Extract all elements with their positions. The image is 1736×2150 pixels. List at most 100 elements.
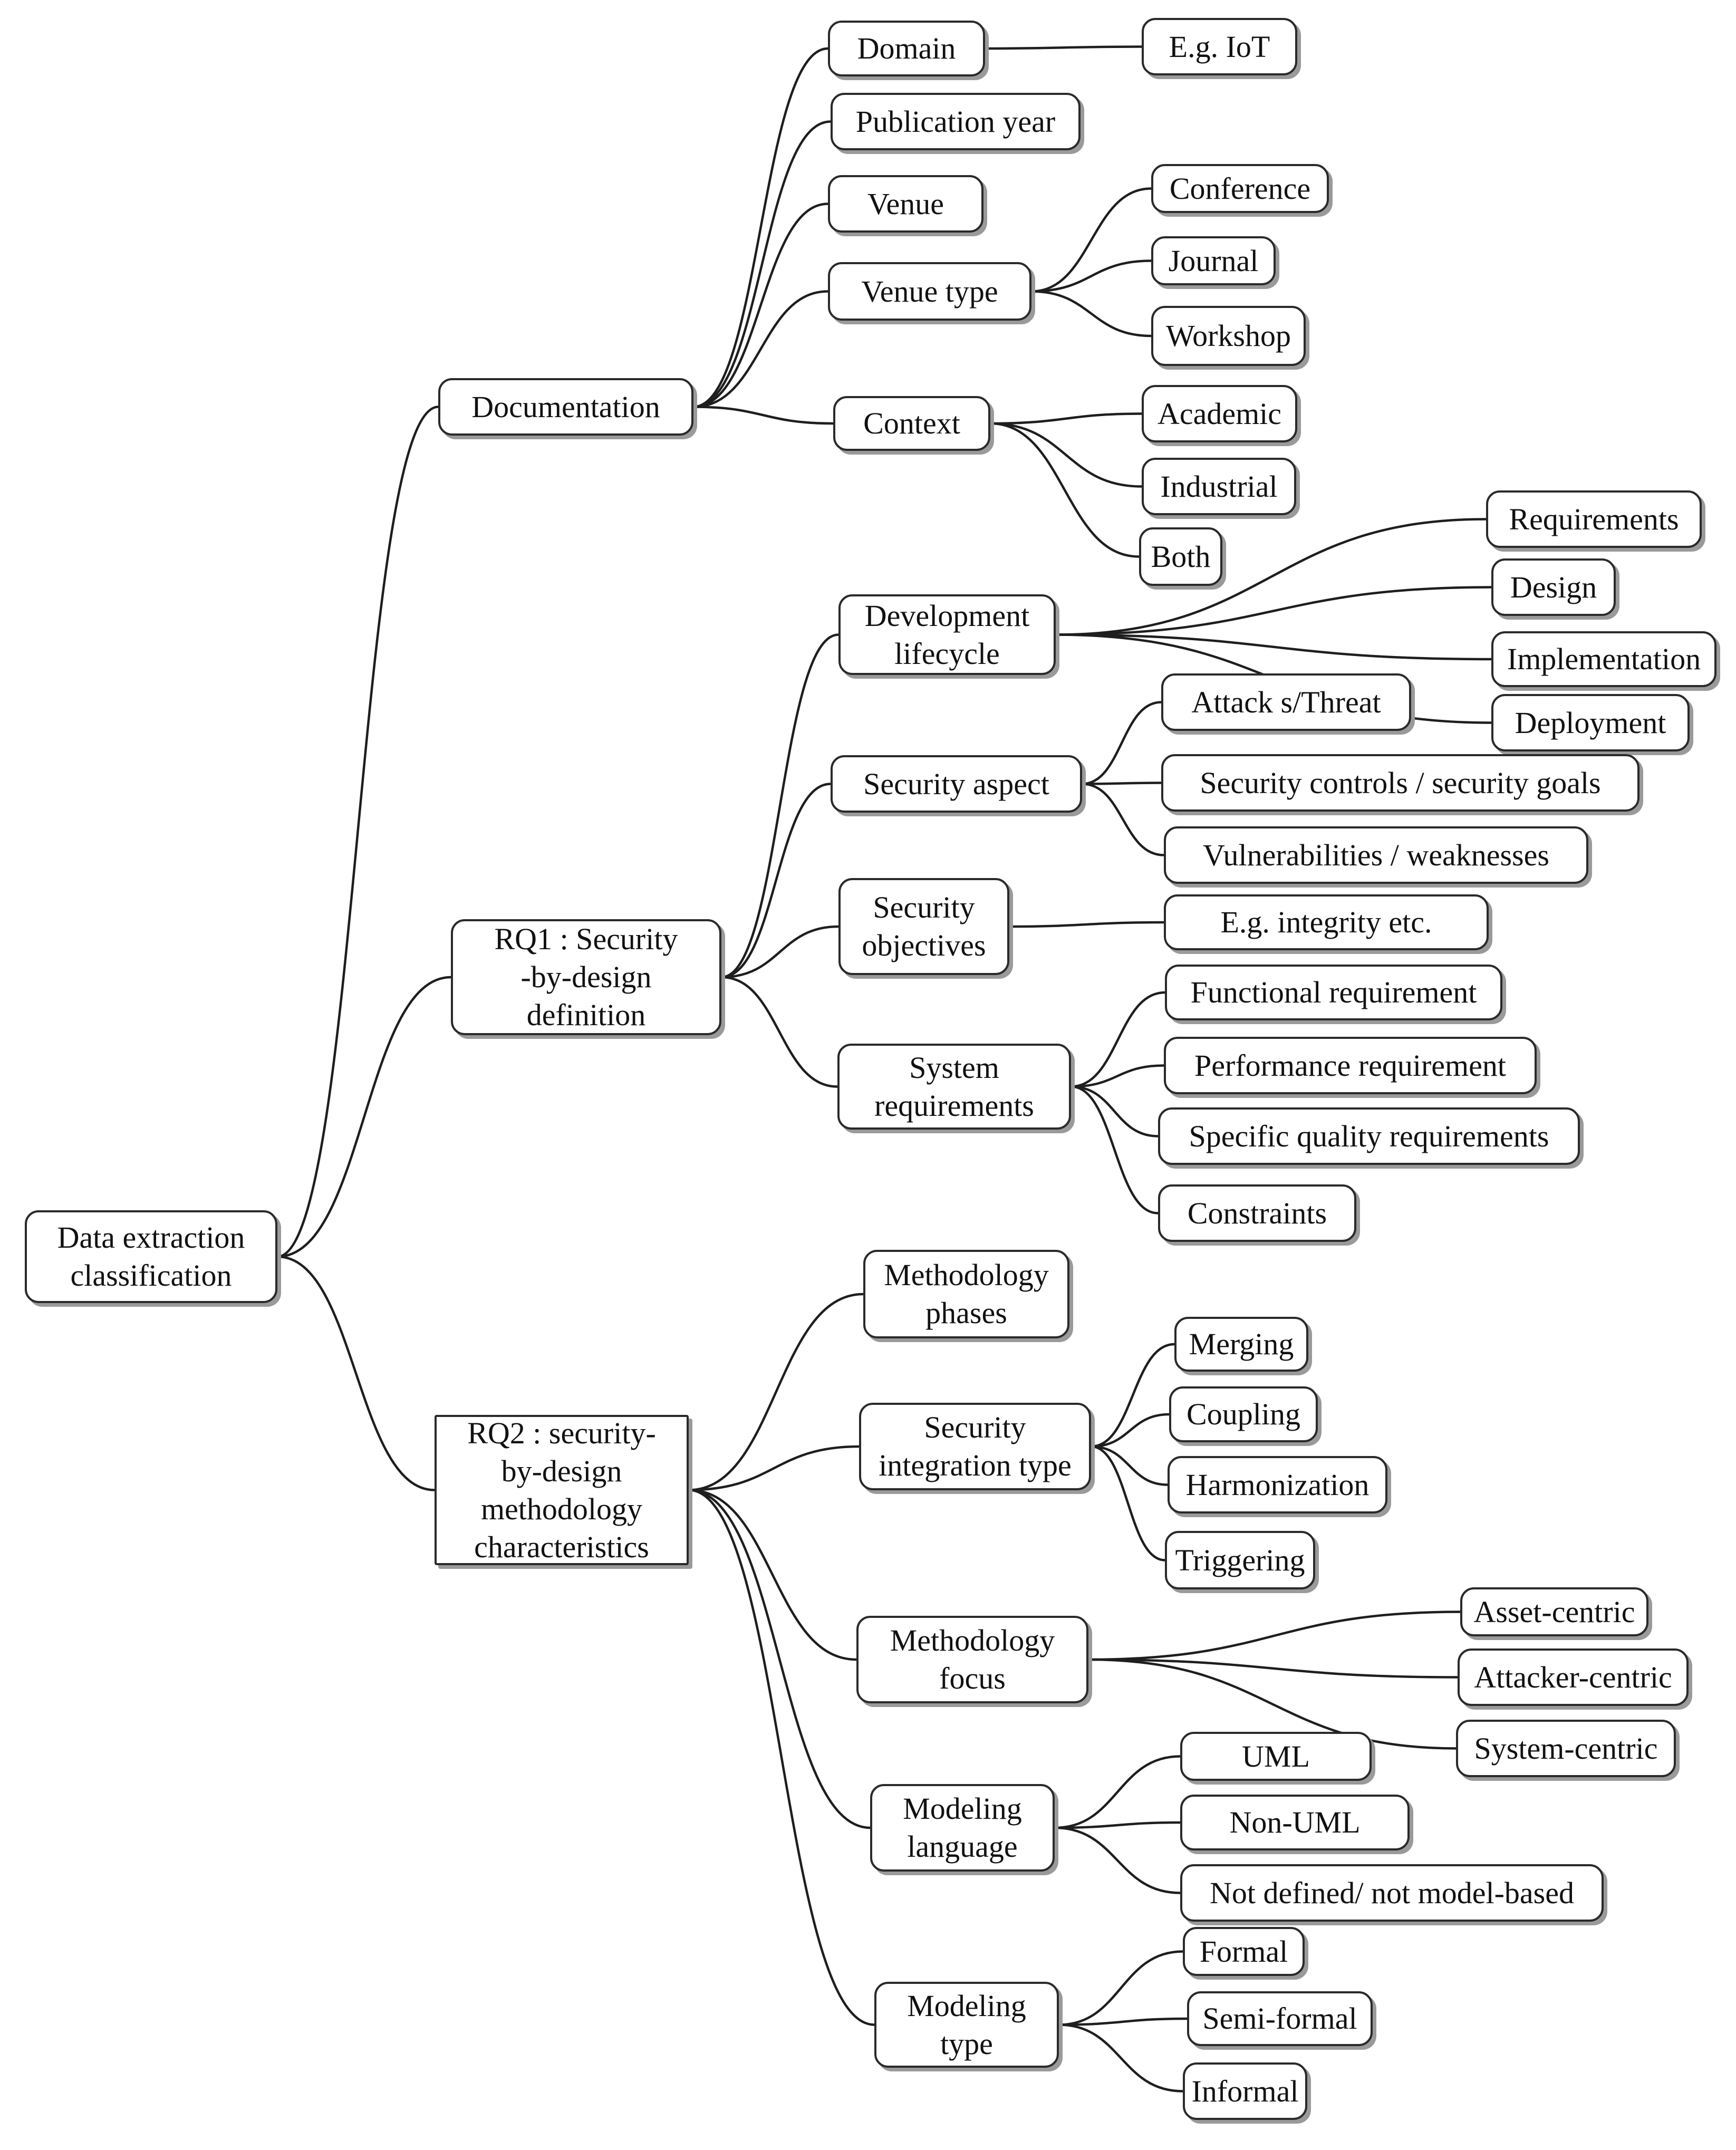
- edge-to-vulnerabilities-weaknesses: [1082, 783, 1164, 856]
- edge-to-documentation: [277, 406, 439, 1258]
- node-methodology-focus: Methodology focus: [856, 1616, 1088, 1703]
- edge-to-harmonization: [1091, 1445, 1168, 1486]
- node-security-integration-type: Security integration type: [859, 1403, 1091, 1490]
- edge-to-coupling: [1091, 1413, 1170, 1448]
- node-security-controls-security-goals: Security controls / security goals: [1161, 754, 1639, 812]
- edge-to-security-aspect: [721, 783, 831, 979]
- node-constraints: Constraints: [1158, 1184, 1356, 1242]
- edge-to-methodology-focus: [688, 1489, 857, 1661]
- node-vulnerabilities-weaknesses: Vulnerabilities / weaknesses: [1164, 826, 1588, 884]
- node-both: Both: [1139, 527, 1222, 586]
- node-modeling-language: Modeling language: [870, 1784, 1055, 1872]
- node-modeling-type: Modeling type: [874, 1982, 1059, 2068]
- edge-to-venue-type: [693, 290, 828, 408]
- node-asset-centric: Asset-centric: [1460, 1587, 1648, 1636]
- node-informal: Informal: [1183, 2062, 1307, 2120]
- node-domain: Domain: [828, 21, 985, 76]
- node-security-objectives: Security objectives: [838, 878, 1009, 975]
- node-specific-quality-requirements: Specific quality requirements: [1158, 1107, 1580, 1165]
- node-venue: Venue: [828, 175, 983, 233]
- edge-to-system-requirements: [721, 976, 838, 1088]
- edge-to-asset-centric: [1088, 1611, 1461, 1661]
- node-journal: Journal: [1151, 236, 1276, 285]
- node-deployment: Deployment: [1491, 694, 1690, 751]
- node-non-uml: Non-UML: [1180, 1795, 1410, 1850]
- edge-to-merging: [1091, 1343, 1175, 1448]
- edge-to-e-g-integrity-etc: [1009, 921, 1164, 928]
- edge-to-formal: [1058, 1950, 1183, 2026]
- edge-to-system-centric: [1088, 1658, 1457, 1750]
- edge-to-security-controls-security-goals: [1082, 782, 1162, 785]
- node-publication-year: Publication year: [831, 93, 1081, 150]
- node-design: Design: [1491, 558, 1616, 616]
- edge-to-venue: [693, 203, 828, 408]
- edge-to-methodology-phases: [688, 1293, 864, 1491]
- node-harmonization: Harmonization: [1168, 1456, 1387, 1513]
- node-rq1-security-by-design-definition: RQ1 : Security -by-design definition: [451, 919, 721, 1035]
- node-development-lifecycle: Development lifecycle: [838, 594, 1056, 675]
- node-security-aspect: Security aspect: [831, 755, 1082, 813]
- edge-to-workshop: [1031, 290, 1152, 338]
- edge-to-semi-formal: [1058, 2017, 1188, 2026]
- edge-to-development-lifecycle: [721, 633, 839, 979]
- edge-to-triggering: [1091, 1445, 1165, 1561]
- edge-to-academic: [990, 412, 1142, 425]
- node-performance-requirement: Performance requirement: [1164, 1037, 1537, 1094]
- node-system-centric: System-centric: [1456, 1720, 1676, 1777]
- edge-to-context: [693, 406, 834, 425]
- edge-to-publication-year: [693, 120, 831, 408]
- node-e-g-iot: E.g. IoT: [1142, 18, 1297, 75]
- node-documentation: Documentation: [438, 378, 693, 436]
- edge-to-non-uml: [1054, 1821, 1181, 1829]
- edge-to-security-integration-type: [688, 1445, 860, 1491]
- node-workshop: Workshop: [1151, 306, 1306, 366]
- node-rq2-security-by-design-methodology-characteristics: RQ2 : security- by-design methodology ch…: [435, 1415, 689, 1565]
- node-context: Context: [833, 396, 990, 451]
- node-attacker-centric: Attacker-centric: [1458, 1648, 1689, 1706]
- edge-to-rq2-security-by-design-methodology-characteristics: [277, 1255, 435, 1491]
- edge-to-informal: [1058, 2023, 1183, 2093]
- edge-to-uml: [1054, 1755, 1181, 1829]
- edge-to-rq1-security-by-design-definition: [277, 976, 451, 1258]
- edge-to-modeling-language: [688, 1489, 871, 1829]
- node-e-g-integrity-etc: E.g. integrity etc.: [1164, 894, 1489, 950]
- node-coupling: Coupling: [1169, 1386, 1318, 1442]
- edge-to-attack-s-threat: [1082, 701, 1162, 785]
- node-uml: UML: [1180, 1732, 1372, 1781]
- edge-to-modeling-type: [688, 1489, 875, 2026]
- edge-to-implementation: [1055, 633, 1492, 661]
- node-methodology-phases: Methodology phases: [863, 1250, 1069, 1338]
- node-not-defined-not-model-based: Not defined/ not model-based: [1180, 1864, 1604, 1922]
- node-implementation: Implementation: [1491, 631, 1716, 687]
- edge-to-both: [990, 422, 1140, 558]
- edge-to-constraints: [1070, 1085, 1159, 1214]
- edge-to-e-g-iot: [985, 45, 1142, 50]
- node-triggering: Triggering: [1165, 1531, 1315, 1589]
- node-semi-formal: Semi-formal: [1187, 1991, 1373, 2046]
- node-conference: Conference: [1151, 164, 1329, 213]
- edge-to-not-defined-not-model-based: [1054, 1826, 1181, 1894]
- edge-to-design: [1055, 586, 1492, 636]
- edge-to-journal: [1031, 259, 1152, 293]
- node-functional-requirement: Functional requirement: [1165, 965, 1502, 1020]
- edge-to-requirements: [1055, 518, 1487, 636]
- node-data-extraction-classification: Data extraction classification: [25, 1210, 277, 1303]
- edge-to-domain: [693, 47, 828, 408]
- edge-to-performance-requirement: [1070, 1064, 1164, 1088]
- node-industrial: Industrial: [1142, 458, 1296, 515]
- node-system-requirements: System requirements: [837, 1044, 1071, 1130]
- node-formal: Formal: [1183, 1927, 1305, 1976]
- edge-to-security-objectives: [721, 925, 839, 979]
- node-merging: Merging: [1174, 1317, 1308, 1372]
- edge-to-functional-requirement: [1070, 991, 1165, 1088]
- node-requirements: Requirements: [1486, 490, 1702, 548]
- edge-to-industrial: [990, 422, 1142, 488]
- node-academic: Academic: [1142, 385, 1297, 442]
- edge-to-conference: [1031, 187, 1152, 293]
- node-attack-s-threat: Attack s/Threat: [1161, 673, 1411, 731]
- edge-to-specific-quality-requirements: [1070, 1085, 1159, 1137]
- edge-to-attacker-centric: [1088, 1658, 1458, 1679]
- node-venue-type: Venue type: [828, 262, 1031, 321]
